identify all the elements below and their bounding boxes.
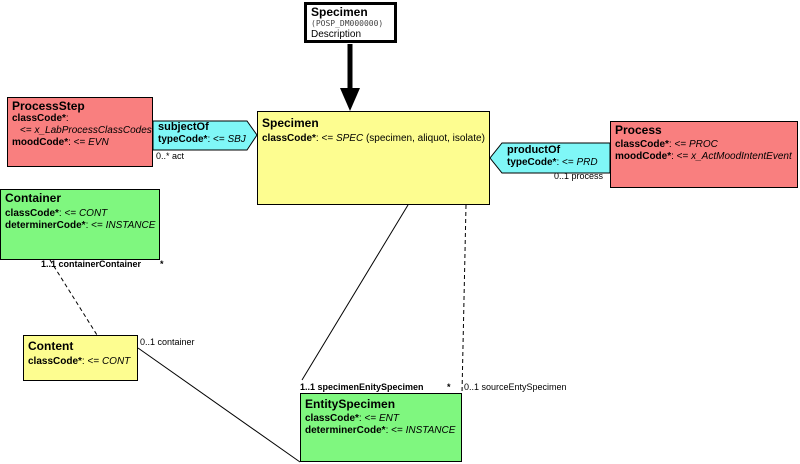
model-header: Specimen (POSP_DM000000) Description (304, 2, 397, 43)
class-attribute: moodCode*: <= EVN (12, 137, 109, 148)
source-entity-specimen-multiplicity: 0..1 sourceEntySpecimen (464, 382, 567, 392)
class-attribute: classCode*: <= PROC (615, 139, 718, 150)
process-multiplicity: 0..1 process (554, 171, 604, 181)
relationship-title: productOf (507, 144, 561, 156)
content-entity-link (137, 347, 301, 463)
class-attribute: classCode*: <= ENT (305, 413, 399, 424)
container-container-multiplicity: 1..1 containerContainer (41, 259, 142, 269)
entity-specimen-class[interactable]: EntitySpecimen classCode*: <= ENT determ… (300, 393, 462, 462)
class-title: EntitySpecimen (305, 397, 396, 411)
model-code: (POSP_DM000000) (311, 19, 384, 28)
relationship-attribute: typeCode*: <= PRD (507, 157, 598, 168)
product-of-relationship[interactable]: productOf typeCode*: <= PRD (502, 144, 610, 173)
class-title: ProcessStep (12, 99, 85, 113)
product-of-shape (489, 142, 611, 174)
specimen-entity-specimen-multiplicity: 1..1 specimenEnitySpecimen (300, 382, 424, 392)
header-arrow-head (340, 88, 360, 111)
specimen-entity-specimen-star: * (447, 382, 451, 392)
class-attribute: classCode*: <= SPEC (specimen, aliquot, … (262, 133, 485, 144)
relationship-attribute: typeCode*: <= SBJ (158, 134, 246, 145)
class-attribute: determinerCode*: <= INSTANCE (5, 220, 156, 231)
class-attribute: classCode*: (12, 113, 69, 124)
container-content-link (49, 259, 98, 336)
container-multiplicity: 0..1 container (140, 337, 195, 347)
class-title: Container (5, 191, 62, 205)
class-attribute: moodCode*: <= x_ActMoodIntentEvent (615, 151, 792, 162)
specimen-class[interactable]: Specimen classCode*: <= SPEC (specimen, … (257, 111, 490, 205)
relationship-title: subjectOf (158, 121, 209, 133)
subject-of-shape (152, 120, 258, 151)
class-title: Specimen (262, 116, 319, 130)
model-description: Description (311, 29, 362, 40)
class-title: Content (28, 339, 74, 353)
class-title: Process (615, 123, 662, 137)
class-attribute: classCode*: <= CONT (28, 356, 131, 367)
content-class[interactable]: Content classCode*: <= CONT (23, 335, 138, 381)
process-class[interactable]: Process classCode*: <= PROC moodCode*: <… (610, 121, 798, 188)
subject-of-relationship[interactable]: subjectOf typeCode*: <= SBJ (153, 121, 253, 150)
class-attribute: <= x_LabProcessClassCodes (20, 125, 152, 136)
container-container-star: * (160, 259, 164, 269)
act-multiplicity: 0..* act (156, 151, 185, 161)
process-step-class[interactable]: ProcessStep classCode*: <= x_LabProcessC… (7, 97, 153, 167)
specimen-entity-link (301, 204, 409, 381)
container-class[interactable]: Container classCode*: <= CONT determiner… (0, 189, 160, 260)
specimen-source-link (461, 204, 467, 394)
class-attribute: classCode*: <= CONT (5, 208, 108, 219)
model-title: Specimen (311, 5, 368, 19)
class-attribute: determinerCode*: <= INSTANCE (305, 425, 456, 436)
